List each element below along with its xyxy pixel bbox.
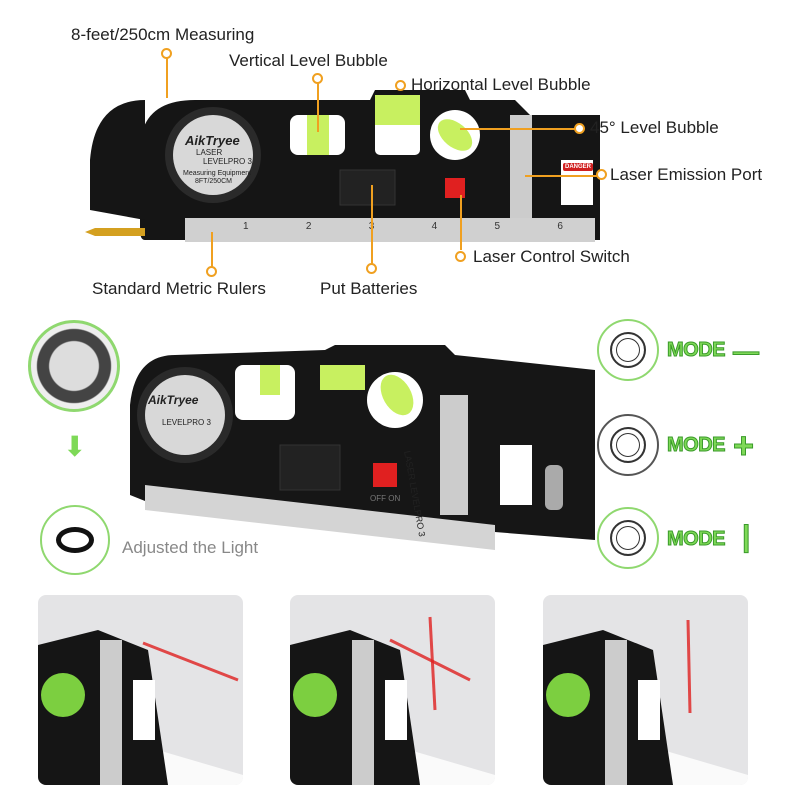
laser-level-top-image	[85, 90, 600, 242]
tick: 1	[243, 221, 249, 232]
callout-dot	[161, 48, 172, 59]
mode-knob-down	[597, 507, 659, 569]
tick: 5	[494, 221, 501, 232]
callout-batteries: Put Batteries	[320, 279, 418, 298]
mode-knob-center	[597, 414, 659, 476]
mode-vertical-symbol: |	[742, 520, 751, 554]
callout-line	[166, 58, 168, 98]
mode-label-2: MODE	[667, 434, 727, 457]
callout-line	[317, 82, 319, 132]
tick: 4	[431, 221, 438, 232]
horizontal-laser-demo	[38, 630, 243, 785]
mode-cross-symbol: +	[733, 425, 755, 467]
callout-line	[371, 185, 373, 265]
callout-horizontal-bubble: Horizontal Level Bubble	[411, 75, 591, 94]
cross-laser-demo	[290, 616, 495, 785]
callout-vertical-bubble: Vertical Level Bubble	[229, 51, 388, 70]
callout-dot	[574, 123, 585, 134]
callout-rulers: Standard Metric Rulers	[92, 279, 266, 298]
callout-dot	[206, 266, 217, 277]
tick: 2	[305, 221, 312, 232]
equipment-label-top: Measuring Equipment	[183, 170, 252, 177]
callout-dot	[312, 73, 323, 84]
model-label-top: LEVELPRO 3	[203, 157, 252, 166]
callout-dot	[596, 169, 607, 180]
tick: 6	[557, 221, 563, 232]
size-label-top: 8FT/250CM	[195, 178, 232, 185]
model-line1-top: LASER	[196, 148, 223, 157]
callout-measuring: 8-feet/250cm Measuring	[71, 25, 255, 44]
ruler-ticks-top: 123456	[243, 221, 563, 232]
callout-dot	[455, 251, 466, 262]
vertical-laser-demo	[543, 619, 748, 785]
demo-vertical-line	[543, 595, 748, 785]
callout-laser-switch: Laser Control Switch	[473, 247, 630, 266]
demo-horizontal-line	[38, 595, 243, 785]
mode-label-1: MODE	[667, 339, 727, 362]
callout-dot	[395, 80, 406, 91]
arrow-down-icon: ⬇	[63, 431, 87, 462]
switch-label: OFF ON	[370, 494, 401, 503]
laser-level-main-image	[130, 345, 595, 550]
callout-line	[211, 232, 213, 268]
brand-logo-top: AikTryee	[185, 133, 240, 148]
brand-logo-main: AikTryee	[148, 393, 199, 407]
callout-line	[460, 128, 575, 130]
model-label-main: LEVELPRO 3	[162, 418, 211, 427]
knob-closeup	[28, 320, 120, 412]
demo-cross-line	[290, 595, 495, 785]
callout-line	[460, 195, 462, 250]
callout-45-bubble: 45° Level Bubble	[590, 118, 719, 137]
mode-label-3: MODE	[667, 528, 727, 551]
callout-laser-port: Laser Emission Port	[610, 165, 763, 184]
danger-badge: DANGER	[563, 163, 594, 171]
adjust-light-label: Adjusted the Light	[122, 538, 259, 557]
mode-knob-up	[597, 319, 659, 381]
callout-dot	[366, 263, 377, 274]
callout-line	[525, 175, 597, 177]
mode-horizontal-symbol: —	[733, 336, 760, 367]
adjust-ring-icon	[40, 505, 110, 575]
